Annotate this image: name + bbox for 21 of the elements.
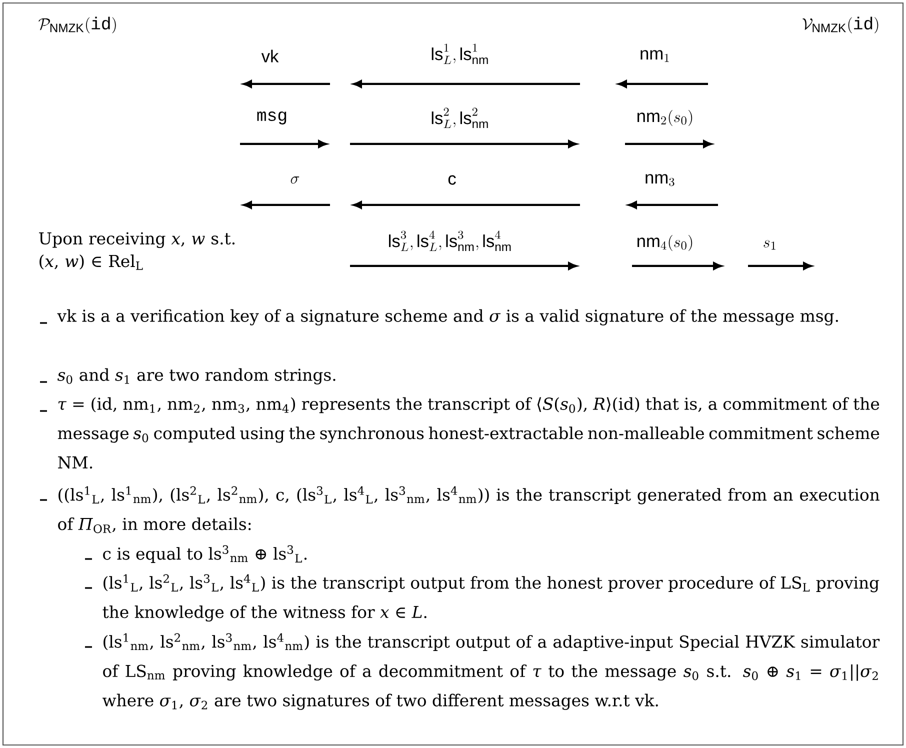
bullet-item: vk is a a verification key of a signature scheme and σ is a valid signature of the message msg. bbox=[57, 309, 838, 326]
message-label: $\mathsf{nm}_2(s_0)$ bbox=[638, 110, 692, 126]
message-label: $\sigma$ bbox=[290, 176, 300, 184]
condition-note: Upon receiving x, w s.t. (x, w) ∈ Rel$_{L}$ bbox=[39, 232, 235, 270]
message-label: $\mathsf{ls}^1_L, \mathsf{ls}^1_{\mathsf{nm}}$ bbox=[432, 44, 488, 64]
party-label: $\mathcal{P}_{\mathsf{NMZK}}(\mathtt{id})$ bbox=[38, 16, 116, 34]
message-label: $\mathtt{msg}$ bbox=[257, 112, 286, 124]
message-label: $\mathsf{nm}_4(s_0)$ bbox=[638, 235, 692, 251]
bullet-item: ((ls$^{1}$$_{L}$, ls$^{1}$$_{nm}$), (ls$^{2}$$_{L}$, ls$^{2}$$_{nm}$), c, (ls$^{3}$$_{L}$, ls$^{4}$$_{L}$, ls$^{3}$$_{nm}$, ls$^{4}$$_{nm}$)) is the transcript generated from an execution of Π$_{OR}$, in more details: bbox=[58, 486, 880, 534]
bullet-item: s$_{0}$ and s$_{1}$ are two random strings. bbox=[57, 368, 336, 384]
bullet-item: τ = (id, nm$_{1}$, nm$_{2}$, nm$_{3}$, nm$_{4}$) represents the transcript of ⟨S(s$_{0}$), R⟩(id) that is, a commitment of the message s$_{0}$ computed using the synchronous honest-extractable non-malleable commitment scheme NM. bbox=[58, 397, 880, 469]
party-label: $\mathcal{V}_{\mathsf{NMZK}}(\mathtt{id})$ bbox=[802, 16, 878, 34]
bullet-item: (ls$^{1}$$_{L}$, ls$^{2}$$_{L}$, ls$^{3}$$_{L}$, ls$^{4}$$_{L}$) is the transcript output from the honest prover procedure of LS$_{L}$ proving the knowledge of the witness for x ∈ L. bbox=[102, 574, 880, 622]
message-label: $\mathsf{c}$ bbox=[448, 175, 456, 185]
message-label: $\mathsf{ls}^3_L, \mathsf{ls}^4_L, \mathsf{ls}^3_{\mathsf{nm}}, \mathsf{ls}^4_{\mathsf{nm}}$ bbox=[389, 230, 511, 251]
message-label: $s_1$ bbox=[764, 240, 776, 250]
message-label: $\mathsf{nm}_1$ bbox=[640, 50, 669, 62]
message-label: $\mathsf{nm}_3$ bbox=[646, 174, 674, 186]
message-label: $\mathsf{vk}$ bbox=[261, 50, 279, 62]
bullet-item: c is equal to ls$^{3}$$_{nm}$ ⊕ ls$^{3}$$_{L}$. bbox=[103, 545, 307, 563]
message-label: $\mathsf{ls}^2_L, \mathsf{ls}^2_{\mathsf{nm}}$ bbox=[432, 108, 488, 128]
